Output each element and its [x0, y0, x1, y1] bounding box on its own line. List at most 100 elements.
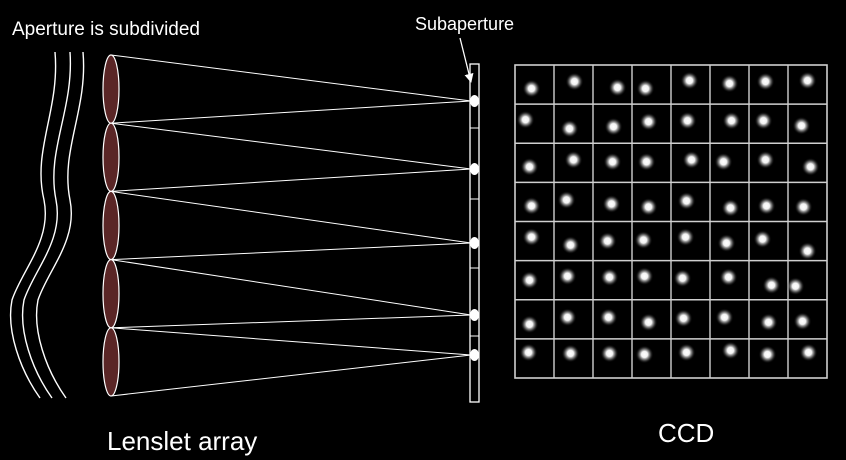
ray-line	[110, 190, 472, 244]
focal-spot	[470, 237, 479, 249]
ccd-spot	[636, 79, 655, 98]
ccd-spot	[719, 268, 738, 287]
ccd-spot	[753, 230, 772, 249]
ccd-spot	[639, 313, 658, 332]
ccd-spot	[635, 267, 654, 286]
lenslet	[102, 54, 120, 124]
subaperture-pointer-arrow	[459, 37, 474, 83]
ccd-spot	[678, 111, 697, 130]
ccd-spot	[634, 231, 653, 250]
ccd-spot	[799, 343, 818, 362]
ccd-spot	[603, 152, 622, 171]
ccd-spot	[522, 79, 541, 98]
ccd-spot	[793, 312, 812, 331]
ccd-spot	[558, 308, 577, 327]
ccd-spot	[561, 236, 580, 255]
ccd-spot	[565, 72, 584, 91]
ccd-spot	[520, 271, 539, 290]
ccd-spot	[557, 190, 576, 209]
ray-line	[110, 354, 472, 397]
ccd-spot	[677, 191, 696, 210]
ccd-spot	[680, 71, 699, 90]
ray-line	[110, 242, 472, 261]
ccd-spot	[721, 198, 740, 217]
ccd-spot	[600, 344, 619, 363]
ray-line	[110, 314, 472, 329]
ray-line	[110, 168, 472, 192]
ccd-grid	[514, 64, 828, 379]
ccd-spot	[599, 308, 618, 327]
ccd-spot	[715, 308, 734, 327]
lenslet	[102, 259, 120, 329]
ccd-spot	[560, 119, 579, 138]
ccd-spot	[762, 276, 781, 295]
ccd-spot	[720, 74, 739, 93]
ccd-spot	[522, 228, 541, 247]
ccd-spot	[792, 116, 811, 135]
ccd-spot	[522, 196, 541, 215]
ray-line	[110, 327, 472, 356]
lenslet-array-label: Lenslet array	[107, 426, 258, 456]
ccd-spot	[604, 117, 623, 136]
wavefront-line	[9, 51, 57, 399]
ccd-spot	[558, 267, 577, 286]
ray-line	[110, 259, 472, 316]
subaperture-plate	[469, 63, 480, 403]
ray-line	[110, 54, 472, 102]
ccd-spot	[801, 157, 820, 176]
lenslet	[102, 327, 120, 397]
ccd-spot	[516, 110, 535, 129]
ccd-spot	[635, 345, 654, 364]
ccd-spot	[602, 194, 621, 213]
ccd-spot	[673, 269, 692, 288]
focal-spot	[470, 163, 479, 175]
ccd-spot	[721, 341, 740, 360]
ccd-spot	[756, 150, 775, 169]
focal-spot	[470, 309, 479, 321]
ccd-spot	[757, 196, 776, 215]
ccd-spot	[600, 268, 619, 287]
ccd-spot	[798, 71, 817, 90]
ccd-spot	[786, 277, 805, 296]
focal-spot	[470, 349, 479, 361]
ccd-spot	[754, 111, 773, 130]
ccd-spot	[598, 232, 617, 251]
ccd-spot	[677, 343, 696, 362]
ccd-label: CCD	[658, 418, 715, 448]
lenslet	[102, 190, 120, 261]
ccd-spot	[682, 150, 701, 169]
ccd-spot	[798, 242, 817, 261]
ccd-spot	[758, 345, 777, 364]
wavefront-line	[35, 51, 85, 399]
detector-plate	[469, 63, 480, 403]
ccd-spot	[794, 197, 813, 216]
ccd-spot	[564, 150, 583, 169]
ray-line	[110, 122, 472, 170]
ccd-spot	[674, 309, 693, 328]
ccd-spot	[520, 157, 539, 176]
ccd-spot	[676, 228, 695, 247]
subaperture-label: Subaperture	[415, 14, 515, 34]
aperture-subdivided-label: Aperture is subdivided	[12, 19, 200, 40]
ccd-spot	[756, 72, 775, 91]
focal-spot	[470, 95, 479, 107]
wavefront-lines	[9, 51, 85, 399]
ccd-spot	[639, 112, 658, 131]
ray-lines	[110, 54, 472, 397]
ccd-spot	[519, 343, 538, 362]
lenslet	[102, 122, 120, 193]
lenslet-array	[102, 54, 120, 397]
wavefront-line	[21, 51, 72, 399]
ccd-spot	[714, 152, 733, 171]
ccd-spot	[520, 315, 539, 334]
ccd-spot	[722, 111, 741, 130]
ccd-spot	[608, 78, 627, 97]
ccd-spot	[639, 197, 658, 216]
ray-line	[110, 100, 472, 124]
ccd-spot	[637, 152, 656, 171]
ccd-spot	[561, 344, 580, 363]
ccd-spot	[759, 313, 778, 332]
ccd-spot	[717, 234, 736, 253]
